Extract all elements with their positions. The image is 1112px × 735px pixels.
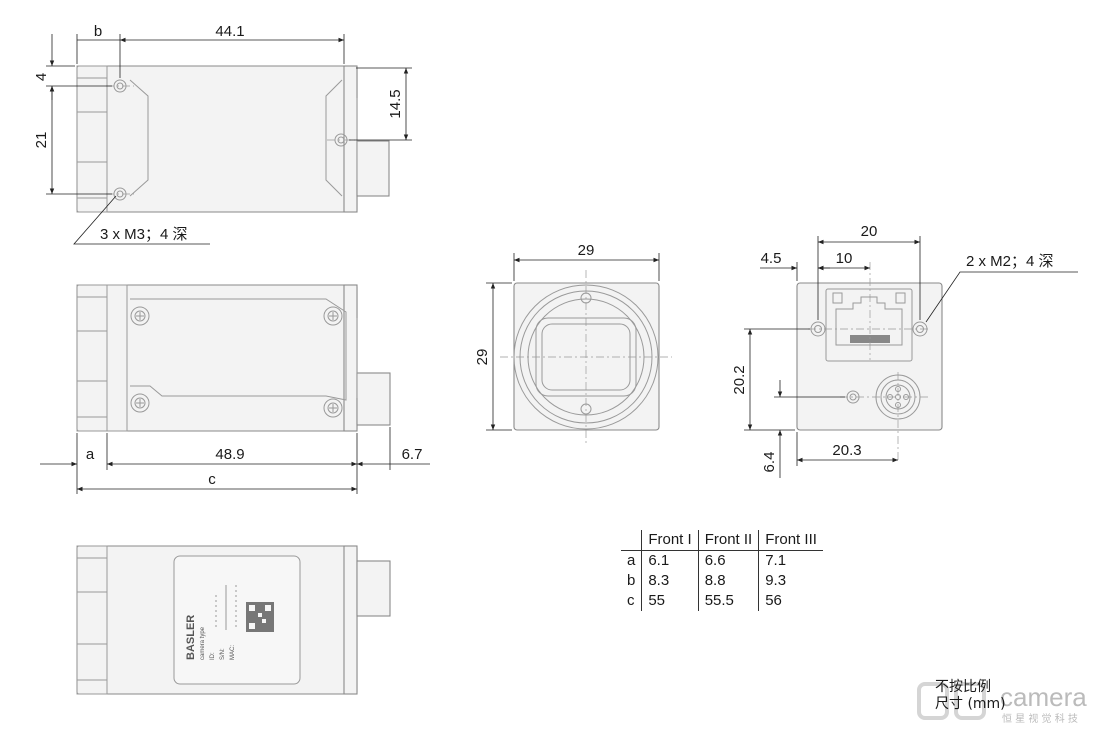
note-not-to-scale: 不按比例 [935, 679, 991, 695]
callout-2xm2: 2 x M2；4 深 [966, 253, 1054, 270]
label-mac: MAC: [230, 645, 236, 660]
dim-44-1: 44.1 [215, 23, 244, 40]
table-row: a 6.1 6.6 7.1 [621, 550, 823, 571]
dim-48-9: 48.9 [215, 446, 244, 463]
screw-icon [323, 398, 343, 418]
screw-icon [130, 393, 150, 413]
dim-20-2: 20.2 [731, 365, 748, 394]
label-sn: S/N: [220, 648, 226, 660]
bottom-view [76, 545, 391, 695]
dim-14-5: 14.5 [387, 89, 404, 118]
table-cell: 56 [758, 591, 823, 611]
front-view [486, 253, 672, 444]
dim-4: 4 [33, 73, 50, 81]
note-units: 尺寸 (mm) [935, 696, 1006, 712]
dim-10: 10 [836, 250, 853, 267]
dim-20: 20 [861, 223, 878, 240]
callout-3xm3: 3 x M3；4 深 [100, 226, 188, 243]
table-header-cell [621, 530, 642, 551]
table-header-cell: Front II [697, 530, 759, 551]
dim-29-width: 29 [578, 242, 595, 259]
table-cell: c [627, 592, 635, 609]
table-header-cell: Front III [758, 530, 823, 551]
watermark: camera 恒 星 视 觉 科 技 [917, 682, 1087, 725]
dim-4-5: 4.5 [761, 250, 782, 267]
table-cell: 6.6 [697, 550, 759, 571]
dim-6-4: 6.4 [761, 452, 778, 473]
dim-c: c [208, 471, 216, 488]
watermark-sub: 恒 星 视 觉 科 技 [1002, 712, 1078, 725]
dim-20-3: 20.3 [832, 442, 861, 459]
table-cell: 8.8 [697, 571, 759, 591]
watermark-logo-icon [917, 682, 986, 720]
label-plate [173, 555, 301, 685]
dim-21: 21 [33, 132, 50, 149]
table-header-row: Front I Front II Front III [621, 530, 823, 551]
dim-6-7: 6.7 [402, 446, 423, 463]
table-header-cell: Front I [641, 530, 699, 551]
table-row: c 55 55.5 56 [621, 591, 823, 611]
screw-icon [323, 306, 343, 326]
dimension-table: Front I Front II Front III a 6.1 6.6 7.1… [621, 530, 823, 611]
label-id: ID: [210, 652, 216, 660]
top-view [46, 34, 412, 245]
screw-icon [130, 306, 150, 326]
table-row: b 8.3 8.8 9.3 [621, 571, 823, 591]
table-cell: 8.3 [641, 571, 699, 591]
dim-b-top: b [94, 23, 102, 40]
brand-logo: BASLER [185, 615, 197, 660]
table-cell: 55 [641, 591, 699, 611]
dim-a: a [86, 446, 95, 463]
table-cell: 7.1 [758, 550, 823, 571]
label-camera-type: camera type [200, 626, 206, 660]
table-cell: b [627, 572, 636, 589]
table-cell: 55.5 [697, 591, 759, 611]
qr-code-icon [246, 602, 274, 632]
table-cell: 6.1 [641, 550, 699, 571]
table-cell: 9.3 [758, 571, 823, 591]
side-view [40, 284, 430, 494]
dim-29-height: 29 [474, 349, 491, 366]
watermark-brand: camera [1000, 682, 1087, 712]
table-cell: a [627, 552, 636, 569]
back-view [744, 236, 1078, 478]
scale-note: 不按比例 尺寸 (mm) [935, 679, 1006, 713]
